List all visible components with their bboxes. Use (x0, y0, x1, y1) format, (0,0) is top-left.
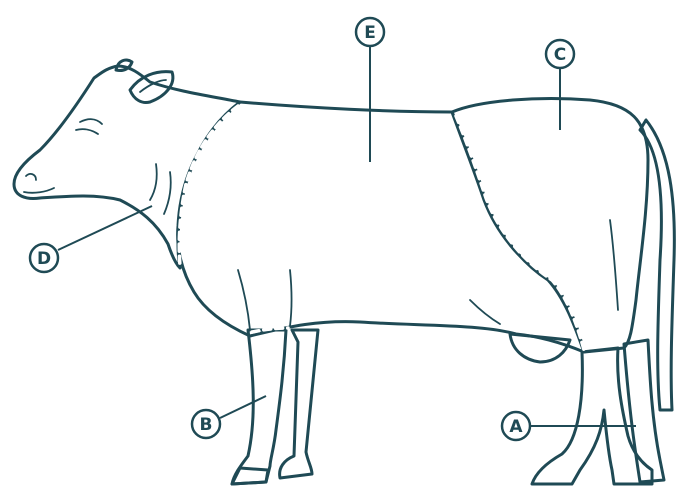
hind-legs-region (530, 346, 654, 486)
neck-fold-1 (149, 163, 158, 201)
label-d: D (37, 249, 51, 269)
nostril (25, 173, 37, 181)
head-neck-region (12, 64, 242, 270)
label-e: E (364, 23, 376, 43)
eye-lid (75, 128, 99, 135)
far-front-leg (278, 328, 320, 480)
flank-line (469, 299, 501, 325)
hind-leg-back (622, 338, 666, 484)
boundary-body-hind (454, 114, 586, 352)
belly-line (289, 269, 293, 327)
ear-inner (139, 79, 167, 93)
tail (638, 118, 676, 412)
hindquarter-region (450, 97, 650, 354)
label-c: C (554, 45, 566, 65)
horn (114, 58, 134, 72)
label-c-badge: C (544, 38, 576, 70)
front-leg-region (230, 328, 288, 486)
front-hoof (230, 466, 270, 486)
shoulder-line (237, 269, 251, 331)
label-a: A (509, 417, 523, 437)
hip-line (609, 219, 619, 311)
boundary-head-body (177, 104, 240, 268)
label-b: B (200, 415, 213, 435)
label-e-badge: E (354, 16, 386, 48)
ear (128, 70, 175, 104)
label-a-badge: A (500, 410, 532, 442)
leader-d (57, 205, 153, 251)
leader-b (219, 395, 267, 419)
eye (79, 118, 103, 125)
body-region (176, 100, 586, 354)
mouth (23, 187, 55, 194)
boundary-body-leg (250, 326, 290, 334)
neck-fold-2 (163, 171, 172, 215)
label-b-badge: B (190, 408, 222, 440)
label-d-badge: D (28, 242, 60, 274)
